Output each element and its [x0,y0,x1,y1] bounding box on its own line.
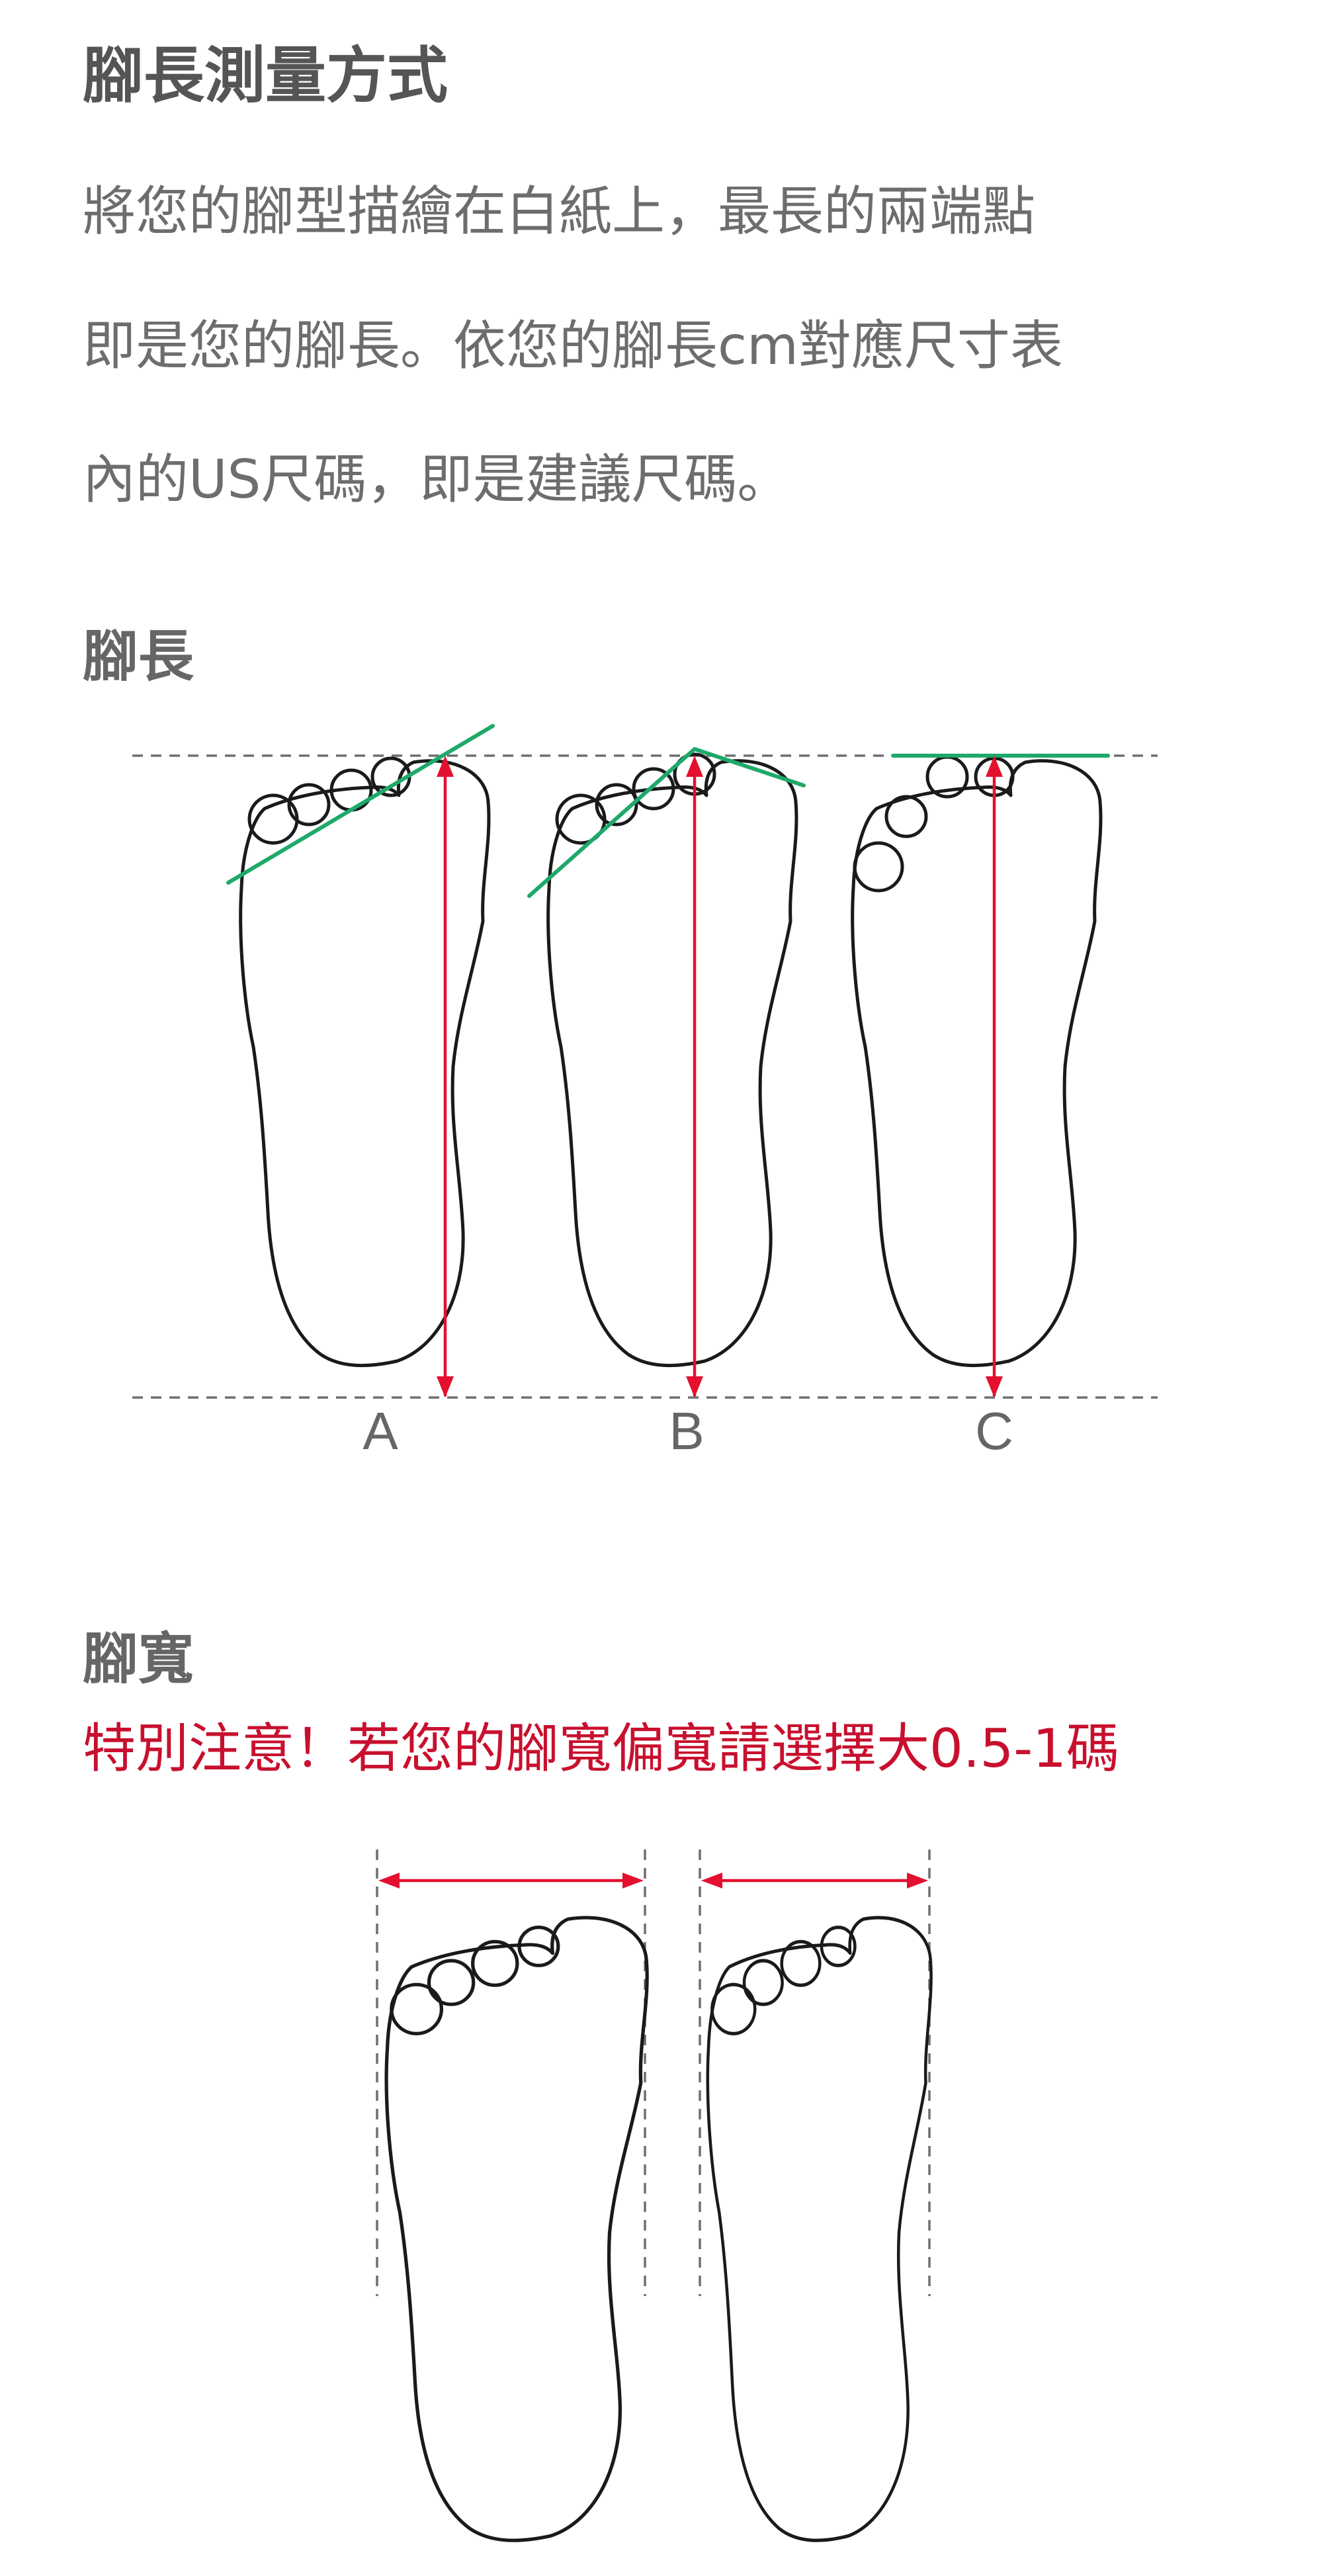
arrow-head-bottom [986,1376,1003,1398]
foot-narrow [708,1918,931,2540]
toe [742,1959,784,2006]
toe [780,1939,822,1987]
toe [517,1926,560,1967]
foot-width-heading: 腳寬 [83,1626,194,1691]
foot-label-b: B [669,1401,704,1460]
foot-c [853,754,1110,1398]
foot-wide [386,1918,647,2540]
arrow-head-top [686,756,703,777]
foot-label-a: A [363,1401,398,1460]
toe [471,1939,519,1987]
toe [632,767,675,811]
toe [427,1959,476,2006]
foot-width-diagram [376,1849,1323,2567]
instruction-line-2: 即是您的腳長。依您的腳長cm對應尺寸表 [83,315,1063,377]
foot-length-heading: 腳長 [83,624,194,689]
foot-b [527,746,806,1398]
foot-a [226,724,495,1398]
arrow-head-top [986,756,1003,777]
toe [390,1982,444,2035]
arrow-head-bottom [686,1376,703,1398]
toe [853,841,904,893]
foot-length-diagram: A B C [132,724,1158,1460]
width-arrow [378,1873,644,1888]
arrow-head-top [437,756,454,777]
toe [287,783,331,826]
toe [595,783,638,826]
toe [820,1926,857,1967]
toe-tangent-line [527,746,806,898]
page-title: 腳長測量方式 [83,40,448,111]
instruction-line-1: 將您的腳型描繪在白紙上，最長的兩端點 [83,181,1035,242]
toe [710,1982,757,2035]
arrow-head-bottom [437,1376,454,1398]
width-arrow [701,1873,928,1888]
width-warning-note: 特別注意！若您的腳寬偏寬請選擇大0.5-1碼 [83,1718,1119,1779]
toe [884,795,928,838]
foot-label-c: C [975,1401,1013,1460]
toe-tangent-line [226,724,495,885]
instruction-line-3: 內的US尺碼，即是建議尺碼。 [83,449,790,510]
